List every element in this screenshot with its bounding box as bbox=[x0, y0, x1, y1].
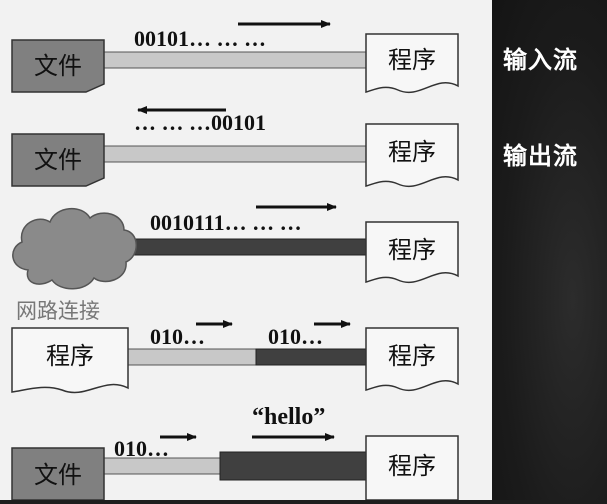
program-doc-target: 程序 bbox=[365, 327, 459, 391]
chalkboard-background bbox=[492, 0, 607, 500]
program-doc-source: 程序 bbox=[11, 327, 129, 394]
file-box: 文件 bbox=[11, 39, 105, 93]
pipe-dark bbox=[125, 238, 367, 256]
diagram-panel: 文件 程序 00101… … … 文件 程序 … … …00101 网路连接 bbox=[0, 0, 492, 501]
program-doc: 程序 bbox=[365, 435, 459, 501]
cloud-icon bbox=[12, 208, 137, 290]
program-label: 程序 bbox=[388, 138, 436, 166]
row-network-to-program: 网路连接 程序 0010111… … … bbox=[12, 203, 459, 323]
network-label: 网路连接 bbox=[16, 299, 100, 323]
program-doc: 程序 bbox=[365, 123, 459, 187]
program-doc: 程序 bbox=[365, 221, 459, 283]
output-stream-label: 输出流 bbox=[503, 142, 578, 170]
message-label: “hello” bbox=[252, 404, 325, 430]
program-doc: 程序 bbox=[365, 33, 459, 93]
file-label: 文件 bbox=[34, 52, 82, 80]
program-label: 程序 bbox=[388, 452, 436, 480]
bits-label: 0010111… … … bbox=[150, 210, 302, 235]
file-label: 文件 bbox=[34, 146, 82, 174]
row-program-to-file-output: 文件 程序 … … …00101 bbox=[11, 106, 459, 187]
row-file-to-program-input: 文件 程序 00101… … … bbox=[11, 20, 459, 93]
file-label: 文件 bbox=[34, 461, 82, 489]
row-program-to-program: 程序 程序 010… 010… bbox=[11, 320, 459, 394]
pipe-dark bbox=[255, 348, 367, 366]
bits-label: 00101… … … bbox=[134, 26, 266, 51]
input-stream-label: 输入流 bbox=[503, 46, 578, 74]
program-label: 程序 bbox=[46, 342, 94, 370]
program-label: 程序 bbox=[388, 236, 436, 264]
file-box: 文件 bbox=[11, 447, 105, 501]
pipe-dark bbox=[219, 451, 367, 481]
row-file-to-program-hello: 文件 程序 010… “hello” bbox=[11, 404, 459, 501]
pipe bbox=[103, 51, 367, 69]
program-label: 程序 bbox=[388, 46, 436, 74]
program-label: 程序 bbox=[388, 342, 436, 370]
bits-label: 010… bbox=[114, 436, 169, 461]
pipe bbox=[103, 145, 367, 163]
stream-diagram: 文件 程序 00101… … … 文件 程序 … … …00101 网路连接 bbox=[11, 20, 459, 501]
bits-label-a: 010… bbox=[150, 324, 205, 349]
file-box: 文件 bbox=[11, 133, 105, 187]
pipe-light bbox=[127, 348, 257, 366]
bits-label-b: 010… bbox=[268, 324, 323, 349]
bits-label: … … …00101 bbox=[134, 110, 266, 135]
